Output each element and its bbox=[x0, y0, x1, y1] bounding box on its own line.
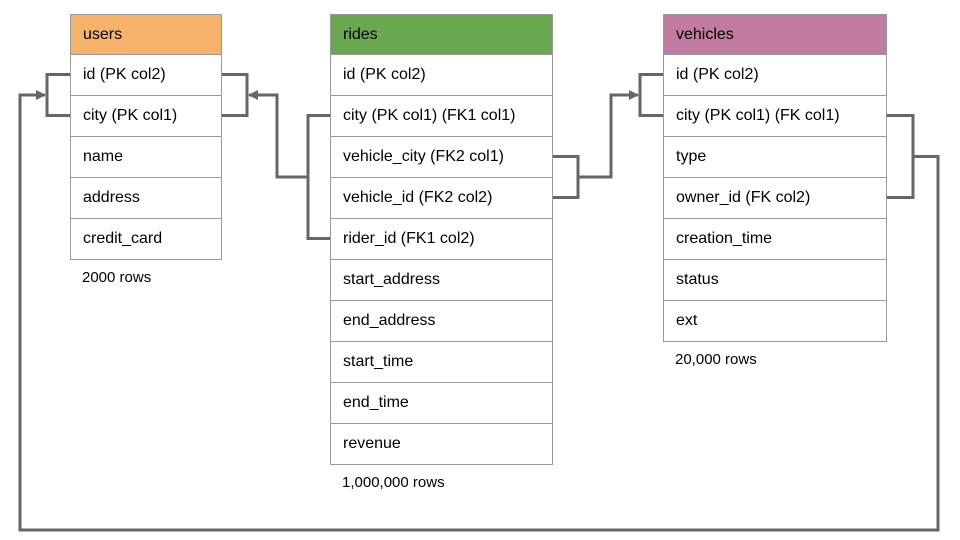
table-rides-header: rides bbox=[331, 15, 552, 54]
table-vehicles-column-creation-time: creation_time bbox=[664, 218, 886, 259]
table-users-column-city: city (PK col1) bbox=[71, 95, 221, 136]
rides-vehicles-relationship-line bbox=[578, 90, 639, 179]
table-rides: rides id (PK col2) city (PK col1) (FK1 c… bbox=[330, 14, 553, 491]
table-users-header: users bbox=[71, 15, 221, 54]
vehicles-users-relationship-line bbox=[18, 90, 940, 532]
table-vehicles-column-owner-id: owner_id (FK col2) bbox=[664, 177, 886, 218]
users-pk-bracket-left bbox=[45, 73, 70, 117]
table-vehicles-column-ext: ext bbox=[664, 300, 886, 341]
table-vehicles-column-city: city (PK col1) (FK col1) bbox=[664, 95, 886, 136]
table-rides-column-city: city (PK col1) (FK1 col1) bbox=[331, 95, 552, 136]
rides-fk2-bracket bbox=[553, 155, 580, 199]
table-rides-column-revenue: revenue bbox=[331, 423, 552, 464]
table-users: users id (PK col2) city (PK col1) name a… bbox=[70, 14, 222, 286]
table-rides-column-rider-id: rider_id (FK1 col2) bbox=[331, 218, 552, 259]
table-users-column-address: address bbox=[71, 177, 221, 218]
table-rides-column-id: id (PK col2) bbox=[331, 54, 552, 95]
rides-users-relationship-line bbox=[248, 90, 308, 179]
table-rides-column-end-address: end_address bbox=[331, 300, 552, 341]
table-vehicles-row-count: 20,000 rows bbox=[675, 351, 757, 368]
table-users-column-id: id (PK col2) bbox=[71, 54, 221, 95]
table-vehicles-column-type: type bbox=[664, 136, 886, 177]
table-vehicles: vehicles id (PK col2) city (PK col1) (FK… bbox=[663, 14, 887, 368]
table-vehicles-box: vehicles id (PK col2) city (PK col1) (FK… bbox=[663, 14, 887, 342]
table-vehicles-header: vehicles bbox=[664, 15, 886, 54]
rides-fk1-bracket bbox=[306, 114, 330, 240]
table-rides-box: rides id (PK col2) city (PK col1) (FK1 c… bbox=[330, 14, 553, 465]
table-rides-column-end-time: end_time bbox=[331, 382, 552, 423]
vehicles-pk-bracket-left bbox=[638, 73, 663, 117]
table-rides-column-vehicle-id: vehicle_id (FK2 col2) bbox=[331, 177, 552, 218]
table-users-column-name: name bbox=[71, 136, 221, 177]
table-users-column-credit-card: credit_card bbox=[71, 218, 221, 259]
table-vehicles-column-status: status bbox=[664, 259, 886, 300]
table-rides-row-count: 1,000,000 rows bbox=[342, 474, 445, 491]
table-users-box: users id (PK col2) city (PK col1) name a… bbox=[70, 14, 222, 260]
table-rides-column-start-time: start_time bbox=[331, 341, 552, 382]
table-rides-column-start-address: start_address bbox=[331, 259, 552, 300]
table-vehicles-column-id: id (PK col2) bbox=[664, 54, 886, 95]
table-users-row-count: 2000 rows bbox=[82, 269, 152, 286]
table-rides-column-vehicle-city: vehicle_city (FK2 col1) bbox=[331, 136, 552, 177]
vehicles-fk-bracket-right bbox=[887, 114, 915, 199]
users-pk-bracket-right bbox=[222, 73, 249, 117]
